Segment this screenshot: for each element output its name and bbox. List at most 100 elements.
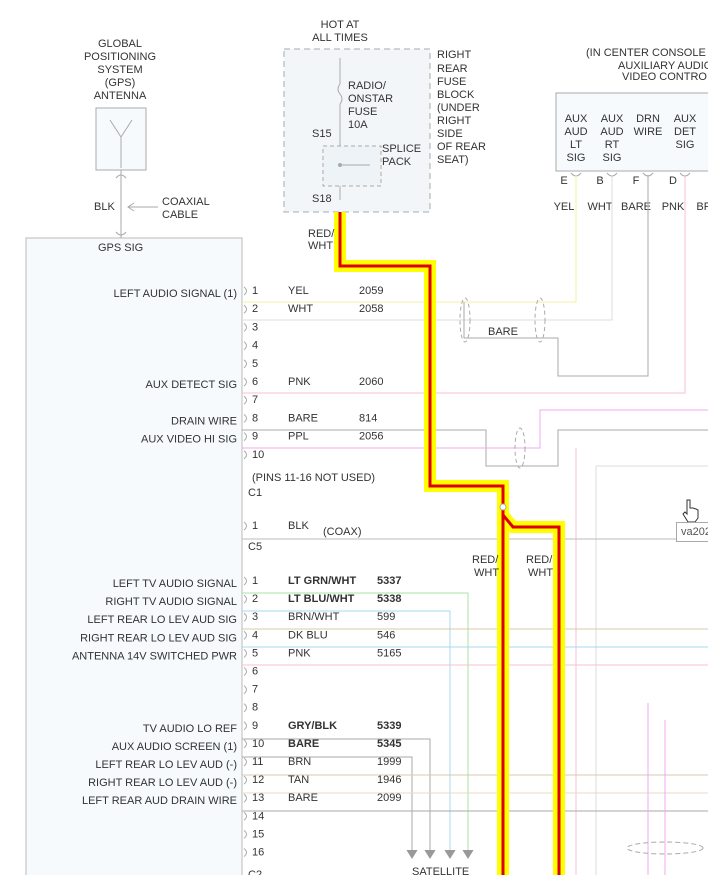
aux-column-label: SIG — [676, 139, 695, 151]
pin-function: RIGHT REAR LO LEV AUD (-) — [88, 777, 237, 789]
pin-number: 6 — [252, 376, 258, 388]
pin-number: 10 — [252, 449, 264, 461]
bare-mid-label: BARE — [488, 326, 518, 338]
pin-terminal — [243, 811, 247, 821]
circuit-number: 5339 — [377, 720, 401, 732]
pin-terminal — [243, 576, 247, 586]
pin-number: 7 — [252, 684, 258, 696]
fb-5: RIGHT — [437, 115, 472, 127]
pin-terminal — [243, 323, 247, 332]
wire-color: BARE — [288, 738, 319, 750]
fb-2: FUSE — [437, 76, 466, 88]
fb-4: (UNDER — [437, 102, 480, 114]
circuit-number: 1999 — [377, 756, 401, 768]
hand-cursor-icon — [682, 499, 699, 523]
red-wht-top-1: WHT — [308, 240, 333, 252]
aux-column-label: LT — [570, 139, 582, 151]
console-label-0: (IN CENTER CONSOLE — [586, 47, 706, 59]
pin-terminal — [243, 377, 247, 387]
red-wht-b-1: WHT — [528, 567, 553, 579]
aux-column-label: AUD — [600, 126, 623, 138]
aux-column-label: SIG — [603, 152, 622, 164]
pin-terminal — [243, 612, 247, 622]
aux-pin-letter: F — [633, 175, 640, 187]
pin-number: 3 — [252, 321, 258, 333]
aux-column-label: DET — [674, 126, 696, 138]
pin-terminal — [243, 793, 247, 803]
satellite-label: SATELLITE — [412, 866, 469, 875]
gps-label-1: POSITIONING — [84, 51, 156, 63]
circuit-number: 2059 — [359, 285, 383, 297]
aux-column-label: AUX — [565, 113, 588, 125]
pin-number: 13 — [252, 792, 264, 804]
fb-6: SIDE — [437, 128, 463, 140]
aux-pin-letter: D — [669, 175, 677, 187]
red-wht-a-1: WHT — [474, 567, 499, 579]
pin-number: 4 — [252, 340, 258, 352]
aux-column-label: AUX — [674, 113, 697, 125]
fb-7: OF REAR — [437, 141, 486, 153]
wire-color: LT GRN/WHT — [288, 575, 357, 587]
pin-number: 8 — [252, 702, 258, 714]
c2-connector-label: C2 — [248, 869, 262, 875]
aux-column-label: AUD — [564, 126, 587, 138]
fb-0: RIGHT — [437, 49, 472, 61]
fuse-label-1: ONSTAR — [348, 93, 393, 105]
pin-number: 6 — [252, 666, 258, 678]
circuit-number: 5337 — [377, 575, 401, 587]
aux-wire-color: WHT — [587, 201, 612, 213]
pin-function: LEFT AUDIO SIGNAL (1) — [114, 288, 237, 300]
pin-terminal — [243, 667, 247, 676]
circuit-number: 5338 — [377, 593, 401, 605]
fuse-label-3: 10A — [348, 119, 368, 131]
wire-color: BARE — [288, 412, 318, 424]
wire-color: LT BLU/WHT — [288, 593, 355, 605]
circuit-number: 5165 — [377, 647, 401, 659]
red-wht-a-0: RED/ — [472, 554, 499, 566]
pin-terminal — [243, 594, 247, 604]
splice-label-0: SPLICE — [382, 143, 421, 155]
gps-antenna: GLOBAL POSITIONING SYSTEM (GPS) ANTENNA … — [84, 38, 210, 238]
aux-wire-color: BARE — [621, 201, 651, 213]
pin-terminal — [243, 432, 247, 441]
aux-pin-letter: B — [596, 175, 603, 187]
pin-terminal — [243, 450, 247, 460]
pin-terminal — [243, 757, 247, 767]
console-label-2: VIDEO CONTRO — [622, 71, 707, 83]
aux-column-label: SIG — [567, 152, 586, 164]
pin-function: LEFT REAR LO LEV AUD SIG — [87, 614, 237, 626]
pin-function: AUX AUDIO SCREEN (1) — [112, 741, 237, 753]
wire-color: BLK — [288, 520, 309, 532]
pin-number: 1 — [252, 575, 258, 587]
pin-number: 9 — [252, 431, 258, 443]
hot-label-1: ALL TIMES — [312, 32, 368, 44]
splice-label-1: PACK — [382, 156, 412, 168]
pin-function: AUX VIDEO HI SIG — [141, 434, 237, 446]
c5-connector-label: C5 — [248, 541, 262, 553]
aux-pin-letter: E — [560, 175, 567, 187]
wire-color: BARE — [288, 792, 318, 804]
pin-function: TV AUDIO LO REF — [143, 723, 237, 735]
pin-terminal — [243, 685, 247, 694]
pin-number: 1 — [252, 520, 258, 532]
pin-terminal — [243, 630, 247, 640]
pin-number: 10 — [252, 738, 264, 750]
pin-number: 14 — [252, 810, 264, 822]
circuit-number: 2058 — [359, 303, 383, 315]
pin-terminal — [243, 395, 247, 405]
pin-number: 4 — [252, 629, 258, 641]
wire-color: PNK — [288, 647, 311, 659]
pin-function: ANTENNA 14V SWITCHED PWR — [72, 650, 237, 662]
pin-terminal — [243, 721, 247, 731]
circuit-number: 546 — [377, 629, 395, 641]
aux-wire-color: PNK — [662, 201, 685, 213]
wire-color: YEL — [288, 285, 309, 297]
aux-column-label: AUX — [601, 113, 624, 125]
pin-function: AUX DETECT SIG — [146, 379, 237, 391]
pin-number: 8 — [252, 412, 258, 424]
wire-color: DK BLU — [288, 629, 328, 641]
fuse-label-0: RADIO/ — [348, 80, 387, 92]
pin-terminal — [243, 739, 247, 749]
red-wht-b-0: RED/ — [526, 554, 553, 566]
